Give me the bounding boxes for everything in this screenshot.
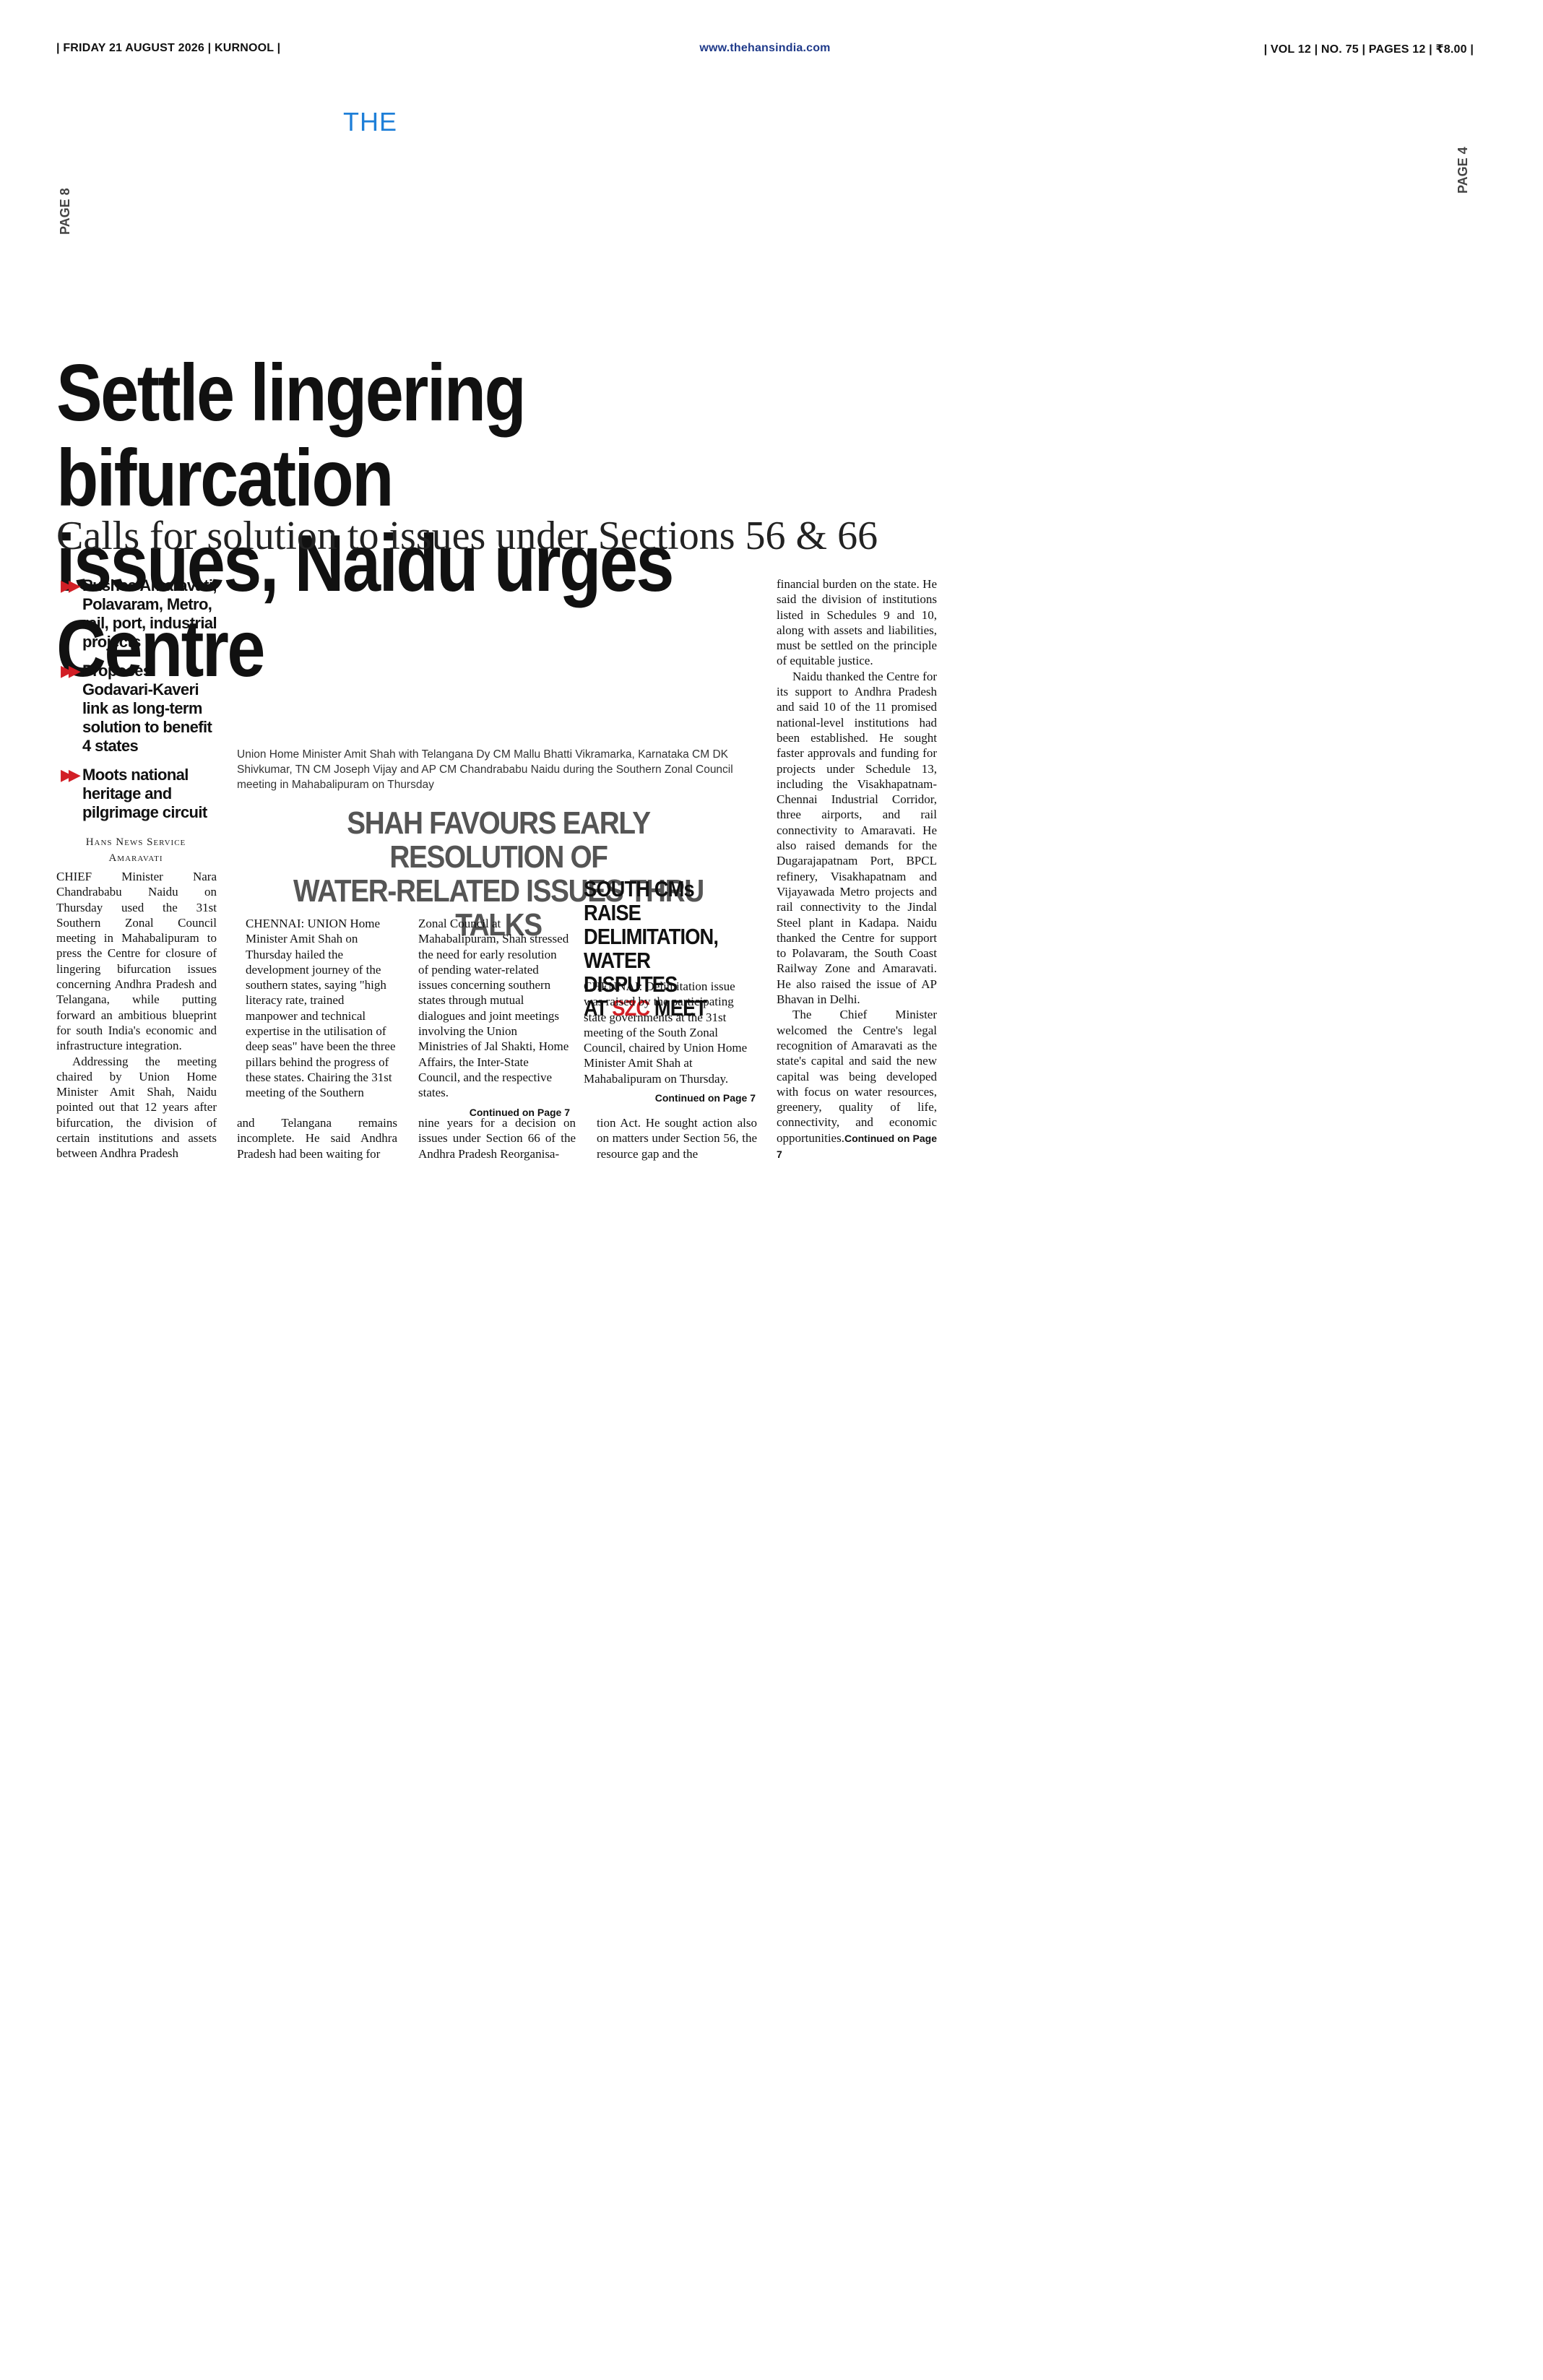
shah-story-continued-link[interactable]: Continued on Page 7 — [469, 1106, 570, 1118]
byline: Hans News Service Amaravati — [56, 834, 215, 866]
south-headline-line: SOUTH CMs RAISE — [584, 876, 695, 925]
main-story-paragraph: CHIEF Minister Nara Chandrababu Naidu on… — [56, 870, 217, 1053]
page-reference-right[interactable]: PAGE 4 — [1456, 147, 1470, 194]
shah-story-headline: SHAH FAVOURS EARLY RESOLUTION OF WATER-R… — [269, 806, 727, 942]
main-headline-line2: issues, Naidu urges Centre — [56, 519, 674, 693]
shah-story-headline-line2: WATER-RELATED ISSUES THRU TALKS — [293, 873, 704, 943]
main-story-paragraph: and Telangana remains incomplete. He sai… — [237, 1116, 397, 1161]
main-story-paragraph-text: The Chief Minister welcomed the Centre's… — [777, 1008, 937, 1145]
double-arrow-icon: ▶▶ — [61, 576, 81, 594]
highlight-bullets: ▶▶ Pushes Amaravati, Polavaram, Metro, r… — [61, 576, 220, 832]
double-arrow-icon: ▶▶ — [61, 766, 81, 784]
south-headline-line: DELIMITATION, — [584, 924, 719, 949]
highlight-bullet-text: Pushes Amaravati, Polavaram, Metro, rail… — [82, 576, 217, 651]
main-story-column-2: and Telangana remains incomplete. He sai… — [237, 1115, 397, 1161]
byline-agency: Hans News Service — [85, 836, 186, 848]
highlight-bullet-text: Proposes Godavari-Kaveri link as long-te… — [82, 662, 212, 755]
shah-story-column-2: Zonal Council at Mahabalipuram, Shah str… — [418, 916, 570, 1120]
masthead: | FRIDAY 21 AUGUST 2026 | KURNOOL | www.… — [56, 42, 1474, 59]
main-headline-line1: Settle lingering bifurcation — [56, 348, 527, 523]
szc-highlight: SZC — [612, 995, 650, 1021]
masthead-dateline: | FRIDAY 21 AUGUST 2026 | KURNOOL | — [56, 42, 281, 54]
main-story-column-3: nine years for a decision on issues unde… — [418, 1115, 576, 1161]
main-story-column-4: tion Act. He sought action also on matte… — [597, 1115, 757, 1161]
double-arrow-icon: ▶▶ — [61, 662, 81, 680]
south-story-continued-link[interactable]: Continued on Page 7 — [654, 1092, 756, 1104]
page-reference-left[interactable]: PAGE 8 — [58, 188, 72, 235]
headline-deck: Calls for solution to issues under Secti… — [56, 514, 878, 558]
masthead-volume-price: | VOL 12 | NO. 75 | PAGES 12 | ₹8.00 | — [1263, 43, 1474, 56]
shah-story-paragraph: CHENNAI: UNION Home Minister Amit Shah o… — [246, 917, 396, 1100]
main-story-column-5: financial burden on the state. He said t… — [777, 576, 937, 1162]
south-headline-line: AT SZC MEET — [584, 996, 743, 1020]
main-story-paragraph: nine years for a decision on issues unde… — [418, 1116, 576, 1161]
main-story-paragraph: financial burden on the state. He said t… — [777, 577, 937, 668]
newspaper-brand: THE — [343, 107, 397, 137]
main-story-paragraph: Naidu thanked the Centre for its support… — [777, 669, 937, 1007]
shah-story-paragraph: Zonal Council at Mahabalipuram, Shah str… — [418, 917, 569, 1100]
photo-caption: Union Home Minister Amit Shah with Telan… — [237, 748, 733, 791]
south-cms-story-headline: SOUTH CMs RAISE DELIMITATION, WATER DISP… — [584, 877, 743, 1020]
south-headline-word: AT — [584, 995, 613, 1021]
south-cms-story-body: CHENNAI: Delimitation issue was raised b… — [584, 979, 756, 1106]
highlight-bullet: ▶▶ Proposes Godavari-Kaveri link as long… — [61, 662, 220, 756]
south-headline-line: WATER DISPUTES — [584, 948, 678, 997]
main-headline: Settle lingering bifurcation issues, Nai… — [56, 350, 826, 691]
south-headline-word: MEET — [649, 995, 707, 1021]
main-story-paragraph: Addressing the meeting chaired by Union … — [56, 1054, 217, 1161]
main-story-continued-link[interactable]: Continued on Page 7 — [777, 1132, 937, 1160]
byline-location: Amaravati — [108, 852, 163, 864]
main-story-column-1: CHIEF Minister Nara Chandrababu Naidu on… — [56, 869, 217, 1161]
highlight-bullet-text: Moots national heritage and pilgrimage c… — [82, 766, 207, 821]
main-story-paragraph: tion Act. He sought action also on matte… — [597, 1116, 757, 1161]
main-story-paragraph: The Chief Minister welcomed the Centre's… — [777, 1007, 937, 1162]
highlight-bullet: ▶▶ Pushes Amaravati, Polavaram, Metro, r… — [61, 576, 220, 652]
south-story-paragraph: CHENNAI: Delimitation issue was raised b… — [584, 979, 748, 1086]
shah-story-column-1: CHENNAI: UNION Home Minister Amit Shah o… — [246, 916, 397, 1101]
highlight-bullet: ▶▶ Moots national heritage and pilgrimag… — [61, 766, 220, 822]
shah-story-headline-line1: SHAH FAVOURS EARLY RESOLUTION OF — [347, 805, 651, 875]
masthead-website-link[interactable]: www.thehansindia.com — [699, 42, 831, 54]
